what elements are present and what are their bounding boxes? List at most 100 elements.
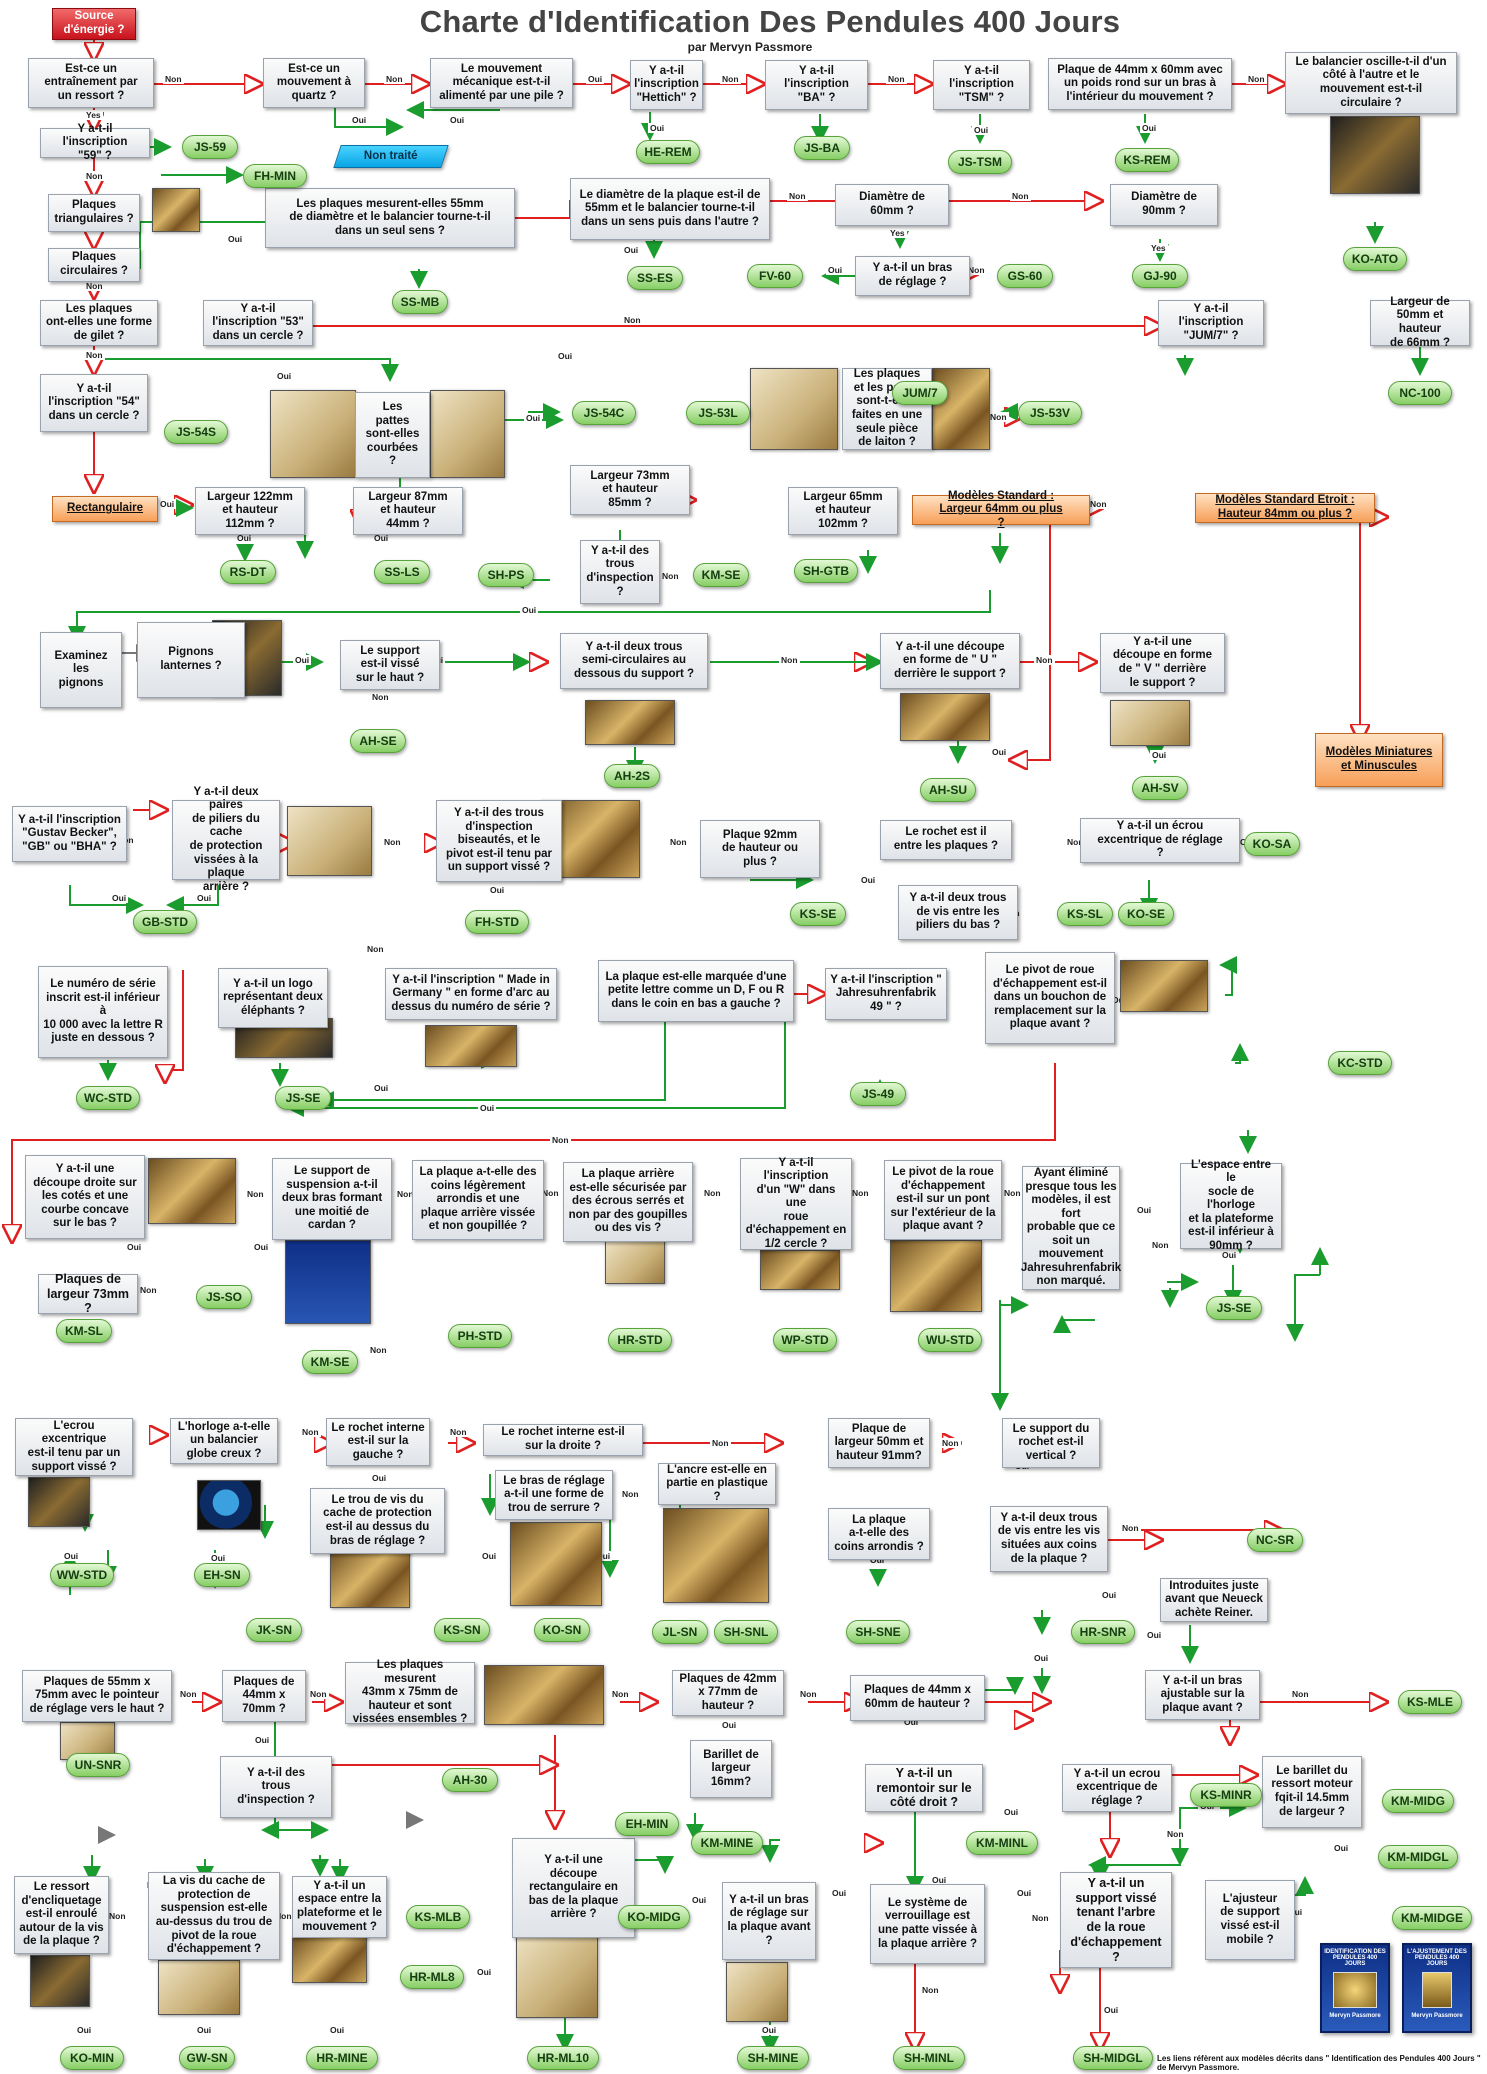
model-endpoint: NC-100 bbox=[1388, 381, 1452, 405]
connector-label: Non bbox=[1002, 1188, 1023, 1198]
model-endpoint: AH-SE bbox=[350, 729, 406, 753]
model-endpoint: GJ-90 bbox=[1132, 264, 1188, 288]
connector-label: Oui bbox=[1150, 750, 1169, 760]
movement-photo bbox=[900, 693, 990, 741]
model-endpoint: AH-2S bbox=[604, 764, 660, 788]
decision-node-q36: Y a-t-il deux paires de piliers du cache… bbox=[172, 786, 280, 893]
connector-label: Oui bbox=[586, 74, 605, 84]
decision-node-text: Diamètre de 90mm ? bbox=[1131, 191, 1197, 217]
decision-node-rect: Rectangulaire bbox=[52, 496, 158, 522]
model-endpoint: AH-SU bbox=[920, 778, 976, 802]
connector-label: Non bbox=[702, 1188, 723, 1198]
model-endpoint: GB-STD bbox=[133, 910, 197, 934]
model-endpoint: NC-SR bbox=[1247, 1528, 1303, 1552]
decision-node-text: Y a-t-il un logo représentant deux éléph… bbox=[223, 977, 323, 1017]
decision-node-text: Y a-t-il l'inscription d'un "W" dans une… bbox=[745, 1156, 847, 1250]
connector-label: Oui bbox=[209, 1553, 228, 1563]
decision-node-q35: Y a-t-il l'inscription "Gustav Becker", … bbox=[12, 806, 127, 862]
connector-label: Non bbox=[622, 315, 643, 325]
decision-node-std: Modèles Standard : Largeur 64mm ou plus … bbox=[912, 490, 1090, 529]
model-endpoint: AH-SV bbox=[1132, 776, 1188, 800]
model-endpoint: HE-REM bbox=[636, 140, 700, 164]
decision-node-text: Largeur 122mm et hauteur 112mm ? bbox=[207, 490, 293, 530]
decision-node-text: Le trou de vis du cache de protection es… bbox=[323, 1493, 432, 1547]
connector-label: Oui bbox=[859, 875, 878, 885]
model-endpoint: KM-MINL bbox=[966, 1831, 1038, 1855]
footnote: Les liens réfèrent aux modèles décrits d… bbox=[1157, 2054, 1481, 2072]
decision-node-text: Y a-t-il l'inscription "54" dans un cerc… bbox=[48, 382, 140, 422]
decision-node-q18: Y a-t-il l'inscription "53" dans un cerc… bbox=[203, 300, 313, 346]
decision-node-text: Le bras de réglage a-t-il une forme de t… bbox=[503, 1474, 605, 1514]
connector-label: Non bbox=[1290, 1689, 1311, 1699]
decision-node-q47: Le pivot de roue d'échappement est-il da… bbox=[985, 952, 1115, 1044]
connector-label: Non bbox=[84, 350, 105, 360]
model-endpoint: JS-54C bbox=[572, 401, 636, 425]
connector-label: Non bbox=[1030, 1913, 1051, 1923]
decision-node-q68: Introduites juste avant que Neueck achèt… bbox=[1160, 1578, 1268, 1622]
model-endpoint: SS-MB bbox=[392, 290, 448, 314]
book-cover-title: IDENTIFICATION DES PENDULES 400 JOURS bbox=[1324, 1949, 1386, 1967]
model-endpoint: KS-SE bbox=[790, 902, 846, 926]
connector-label: Oui bbox=[868, 1555, 887, 1565]
decision-node-text: Barillet de largeur 16mm? bbox=[703, 1748, 759, 1788]
model-endpoint: JS-SE bbox=[1206, 1296, 1262, 1320]
decision-node-text: Y a-t-il un espace entre la plateforme e… bbox=[297, 1879, 382, 1933]
decision-node-text: Le système de verrouillage est une patte… bbox=[877, 1896, 978, 1950]
decision-node-q14: Diamètre de 60mm ? bbox=[835, 184, 949, 226]
connector-label: Non bbox=[966, 265, 987, 275]
connector-label: Non bbox=[300, 1427, 321, 1437]
connector-label: Non bbox=[368, 1345, 389, 1355]
connector-label: Non bbox=[84, 281, 105, 291]
decision-node-text: Le pivot de la roue d'échappement est-il… bbox=[890, 1166, 996, 1233]
model-endpoint: JL-SN bbox=[652, 1620, 708, 1644]
decision-node-text: Plaque de largeur 50mm et hauteur 91mm? bbox=[834, 1422, 924, 1462]
connector-label: Oui bbox=[1110, 995, 1129, 1005]
model-endpoint: JK-SN bbox=[246, 1618, 302, 1642]
connector-label: Oui bbox=[350, 115, 369, 125]
connector-label: Non bbox=[448, 1427, 469, 1437]
connector-label: Oui bbox=[830, 1888, 849, 1898]
decision-node-q32: Y a-t-il deux trous semi-circulaires au … bbox=[560, 633, 708, 689]
decision-node-q33: Y a-t-il une découpe en forme de " U " d… bbox=[880, 633, 1020, 689]
decision-node-q83: Y a-t-il une découpe rectangulaire en ba… bbox=[512, 1838, 635, 1938]
model-endpoint: FH-MIN bbox=[243, 164, 307, 188]
model-endpoint: SH-SNE bbox=[846, 1620, 910, 1644]
movement-photo bbox=[152, 188, 200, 232]
movement-photo bbox=[148, 1158, 236, 1224]
model-endpoint: KM-MINE bbox=[691, 1831, 763, 1855]
connector-label: Oui bbox=[972, 125, 991, 135]
decision-node-q75: Y a-t-il des trous d'inspection ? bbox=[220, 1756, 332, 1818]
decision-node-text: Le support du rochet est-il vertical ? bbox=[1012, 1422, 1090, 1462]
model-endpoint: GW-SN bbox=[179, 2046, 235, 2070]
decision-node-text: Y a-t-il un bras de réglage ? bbox=[872, 262, 953, 288]
decision-node-q59: Le rochet interne est-il sur la gauche ? bbox=[326, 1418, 430, 1466]
connector-label: Oui bbox=[235, 533, 254, 543]
connector-label: Non bbox=[84, 171, 105, 181]
connector-label: Non bbox=[550, 1135, 571, 1145]
movement-photo bbox=[510, 1522, 602, 1606]
connector-label: Non bbox=[668, 837, 689, 847]
movement-photo bbox=[425, 1025, 517, 1067]
decision-node-q70: Plaques de 44mm x 70mm ? bbox=[222, 1670, 306, 1722]
connector-label: Oui bbox=[1220, 1250, 1239, 1260]
decision-node-text: Est-ce un entraînement par un ressort ? bbox=[44, 62, 138, 102]
connector-label: Non bbox=[798, 1689, 819, 1699]
decision-node-q61: Le rochet interne est-il sur la droite ? bbox=[483, 1424, 643, 1456]
decision-node-text: Y a-t-il des trous d'inspection biseauté… bbox=[445, 807, 553, 874]
decision-node-text: Plaque 92mm de hauteur ou plus ? bbox=[721, 828, 799, 868]
movement-photo bbox=[292, 1935, 367, 1983]
decision-node-text: Non traité bbox=[364, 149, 418, 162]
decision-node-text: Le diamètre de la plaque est-il de 55mm … bbox=[579, 188, 761, 228]
connector-label: Non bbox=[660, 571, 681, 581]
movement-photo bbox=[484, 1665, 604, 1725]
decision-node-text: Plaques de largeur 73mm ? bbox=[47, 1271, 129, 1316]
decision-node-text: Est-ce un mouvement à quartz ? bbox=[276, 62, 352, 102]
model-endpoint: SH-SNL bbox=[714, 1620, 778, 1644]
decision-node-text: Le balancier oscille-t-il d'un côté à l'… bbox=[1295, 55, 1447, 109]
connector-label: Oui bbox=[253, 1735, 272, 1745]
connector-label: Oui bbox=[720, 1720, 739, 1730]
connector-label: Oui bbox=[902, 1717, 921, 1727]
decision-node-q78: Y a-t-il un ecrou excentrique de réglage… bbox=[1062, 1764, 1172, 1812]
decision-node-q20: Largeur de 50mm et hauteur de 66mm ? bbox=[1370, 296, 1470, 349]
chart-title: Charte d'Identification Des Pendules 400… bbox=[419, 4, 1121, 39]
